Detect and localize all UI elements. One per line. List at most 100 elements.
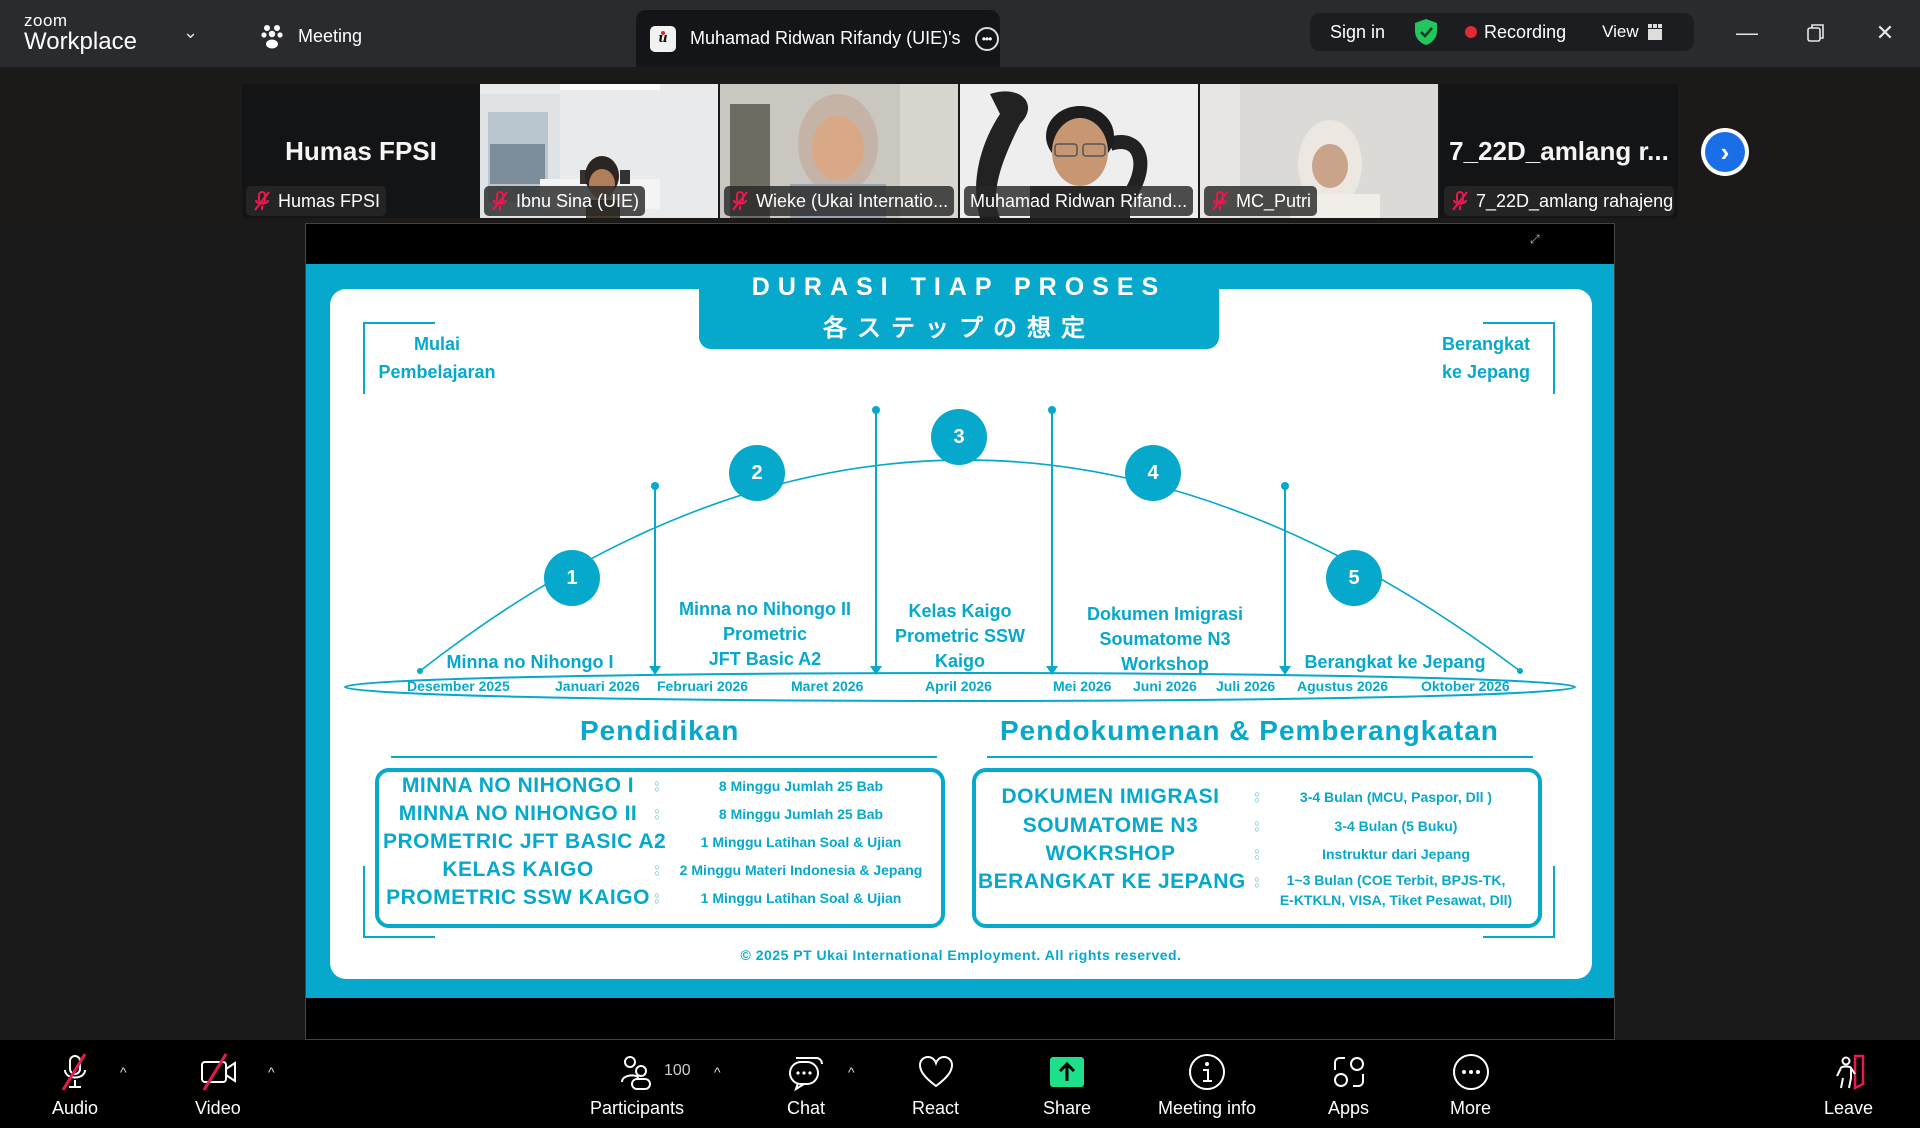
chat-icon — [789, 1057, 823, 1092]
documents-duration: 1~3 Bulan (COE Terbit, BPJS-TK, E-KTKLN,… — [1261, 870, 1531, 910]
timeline-start-dot — [417, 668, 423, 674]
logo-workplace-text: Workplace — [24, 28, 137, 55]
uie-logo-icon: u — [650, 25, 676, 52]
corner-bracket — [1483, 866, 1555, 938]
milestone-divider — [1046, 406, 1058, 675]
audio-label: Audio — [52, 1098, 99, 1118]
mic-muted-icon — [61, 1053, 87, 1091]
screen-share-tab[interactable]: u Muhamad Ridwan Rifandy (UIE)'s ••• — [636, 10, 1000, 67]
participant-tile[interactable]: 7_22D_amlang r... 7_22D_amlang rahajeng — [1440, 84, 1678, 218]
end-label-line: Berangkat — [1441, 334, 1530, 354]
leave-icon — [1835, 1054, 1864, 1091]
step-number-badge: 4 — [1125, 445, 1181, 501]
meeting-tab-label: Meeting — [298, 25, 363, 46]
participant-name: MC_Putri — [1236, 190, 1312, 211]
participants-count: 100 — [664, 1062, 691, 1079]
participant-tile[interactable]: Ibnu Sina (UIE) — [480, 84, 718, 218]
chat-button[interactable]: Chat — [786, 1052, 826, 1119]
meeting-tab[interactable]: Meeting — [258, 22, 362, 50]
participant-name-tag: Ibnu Sina (UIE) — [484, 186, 646, 216]
end-label-line: ke Jepang — [1441, 362, 1530, 382]
education-section-title: Pendidikan — [580, 715, 740, 746]
meeting-toolbar — [0, 1040, 1920, 1128]
next-page-button[interactable]: › — [1701, 128, 1749, 176]
participant-tile-active-speaker[interactable]: Muhamad Ridwan Rifand... — [960, 84, 1198, 218]
education-duration: 8 Minggu Jumlah 25 Bab — [718, 778, 884, 794]
separator-icon: ○○ — [1254, 818, 1260, 834]
view-button[interactable]: View — [1602, 22, 1639, 41]
recording-label[interactable]: Recording — [1484, 21, 1567, 42]
documents-duration-line: 1~3 Bulan (COE Terbit, BPJS-TK, — [1286, 872, 1506, 888]
step-label: Minna no Nihongo II Prometric JFT Basic … — [660, 597, 870, 672]
info-icon — [1189, 1054, 1226, 1090]
documents-row: WOKRSHOP ○○ Instruktur dari Jepang — [978, 842, 1531, 866]
apps-button[interactable]: Apps — [1328, 1052, 1369, 1119]
apps-label: Apps — [1328, 1098, 1370, 1118]
timeline-month: April 2026 — [925, 678, 992, 694]
restore-button[interactable] — [1799, 16, 1833, 50]
exit-fullscreen-icon[interactable]: ⤢ — [1530, 232, 1540, 246]
participant-tile[interactable]: MC_Putri — [1200, 84, 1438, 218]
documents-item: DOKUMEN IMIGRASI — [1001, 785, 1220, 808]
section-divider — [987, 756, 1533, 758]
mic-muted-icon — [492, 191, 508, 211]
step-label: Berangkat ke Jepang — [1290, 650, 1500, 675]
more-options-icon[interactable]: ••• — [974, 26, 999, 51]
status-pill: Sign in Recording View — [1310, 13, 1694, 51]
share-label: Share — [1043, 1098, 1092, 1118]
documents-table-box — [972, 768, 1542, 928]
sign-in-button[interactable]: Sign in — [1330, 21, 1386, 42]
timeline-month: Maret 2026 — [791, 678, 864, 694]
more-button[interactable]: More — [1450, 1052, 1491, 1119]
separator-icon: ○○ — [654, 778, 660, 794]
security-shield-icon[interactable] — [1413, 18, 1439, 46]
react-button[interactable]: React — [912, 1052, 959, 1119]
documents-item: BERANGKAT KE JEPANG — [978, 870, 1246, 893]
step-label-line: Kaigo — [934, 651, 985, 671]
minimize-button[interactable]: — — [1736, 20, 1758, 45]
timeline-month: Juli 2026 — [1216, 678, 1276, 694]
participant-name: Muhamad Ridwan Rifand... — [970, 190, 1188, 211]
zoom-workplace-logo[interactable]: zoom Workplace — [24, 12, 137, 54]
slide-copyright: © 2025 PT Ukai International Employment.… — [740, 947, 1182, 963]
grid-view-icon[interactable] — [1647, 23, 1663, 41]
documents-section-title: Pendokumenan & Pemberangkatan — [1000, 715, 1499, 746]
participant-name: Humas FPSI — [278, 190, 381, 211]
education-item: KELAS KAIGO — [442, 858, 594, 881]
participant-tile[interactable]: Wieke (Ukai Internatio... — [720, 84, 958, 218]
chevron-down-icon[interactable]: ⌄ — [183, 22, 199, 42]
step-label: Kelas Kaigo Prometric SSW Kaigo — [880, 599, 1040, 674]
education-item: PROMETRIC SSW KAIGO — [386, 886, 650, 909]
participant-tile[interactable]: Humas FPSI Humas FPSI — [242, 84, 480, 218]
share-button[interactable]: Share — [1043, 1052, 1091, 1119]
participants-options-caret-icon[interactable]: ^ — [714, 1064, 721, 1080]
education-item: MINNA NO NIHONGO I — [401, 774, 635, 797]
education-duration: 1 Minggu Latihan Soal & Ujian — [700, 834, 902, 850]
step-number-badge: 3 — [931, 409, 987, 465]
step-number-badge: 1 — [544, 550, 600, 606]
chat-options-caret-icon[interactable]: ^ — [848, 1064, 855, 1080]
meeting-info-button[interactable]: Meeting info — [1158, 1052, 1256, 1119]
mic-muted-icon — [732, 191, 748, 211]
documents-row: BERANGKAT KE JEPANG ○○ 1~3 Bulan (COE Te… — [978, 870, 1531, 910]
step-label: Minna no Nihongo I — [410, 650, 650, 675]
separator-icon: ○○ — [654, 862, 660, 878]
documents-duration: Instruktur dari Jepang — [1322, 846, 1470, 862]
corner-bracket — [363, 322, 435, 394]
video-options-caret-icon[interactable]: ^ — [268, 1064, 275, 1080]
audio-options-caret-icon[interactable]: ^ — [120, 1064, 127, 1080]
audio-button[interactable]: Audio — [52, 1052, 98, 1119]
documents-row: DOKUMEN IMIGRASI ○○ 3-4 Bulan (MCU, Pasp… — [978, 785, 1531, 809]
timeline-month: Oktober 2026 — [1421, 678, 1510, 694]
timeline-month: Februari 2026 — [657, 678, 749, 694]
participant-name: Wieke (Ukai Internatio... — [756, 190, 949, 211]
participant-name: Ibnu Sina (UIE) — [516, 190, 640, 211]
leave-button[interactable]: Leave — [1824, 1052, 1873, 1119]
share-screen-icon — [1050, 1057, 1085, 1087]
education-item: PROMETRIC JFT BASIC A2 — [383, 830, 667, 853]
video-button[interactable]: Video — [195, 1052, 241, 1119]
education-duration: 2 Minggu Materi Indonesia & Jepang — [679, 862, 923, 878]
step-label-line: Dokumen Imigrasi — [1086, 604, 1244, 624]
close-window-button[interactable]: ✕ — [1875, 20, 1895, 45]
participants-button[interactable]: Participants — [590, 1052, 684, 1119]
